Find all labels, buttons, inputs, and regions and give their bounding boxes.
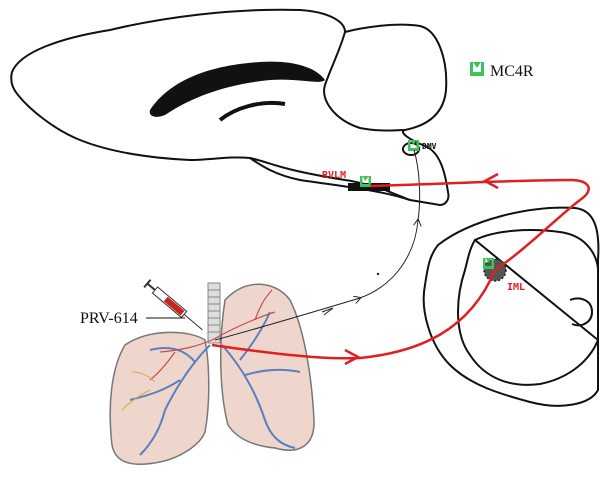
rvlm-label: RVLM bbox=[322, 170, 346, 181]
injection-label: PRV-614 bbox=[80, 310, 138, 327]
sympathetic-path bbox=[211, 178, 590, 360]
right-lung bbox=[219, 283, 315, 451]
lungs bbox=[109, 282, 315, 465]
vagal-afferent-path bbox=[214, 149, 420, 341]
yellow-branches bbox=[121, 371, 156, 411]
mc4r-legend-icon bbox=[470, 62, 484, 76]
sympathetic-arrowhead-upper bbox=[482, 172, 499, 190]
legend: MC4R bbox=[470, 62, 534, 80]
rvlm-nucleus: RVLM bbox=[322, 170, 390, 191]
dmv-nucleus: DMV bbox=[402, 140, 437, 156]
trachea bbox=[207, 282, 221, 344]
left-lung bbox=[109, 331, 210, 465]
iml-label: IML bbox=[507, 282, 525, 293]
sympathetic-arrowhead-lower bbox=[344, 348, 361, 366]
vagal-arrowhead bbox=[321, 307, 334, 316]
spinal-cord bbox=[422, 206, 600, 407]
mc4r-icon-iml bbox=[483, 258, 494, 269]
corpus-callosum bbox=[149, 61, 325, 117]
pulmonary-vessels bbox=[149, 289, 276, 381]
dmv-label: DMV bbox=[422, 142, 437, 151]
mc4r-icon-rvlm bbox=[360, 176, 371, 187]
legend-label: MC4R bbox=[490, 63, 534, 80]
mc4r-icon-dmv bbox=[408, 140, 419, 151]
ventricle bbox=[218, 101, 286, 122]
junction-dot bbox=[376, 272, 380, 276]
syringe-icon bbox=[143, 279, 203, 331]
brain-outline bbox=[10, 8, 450, 207]
